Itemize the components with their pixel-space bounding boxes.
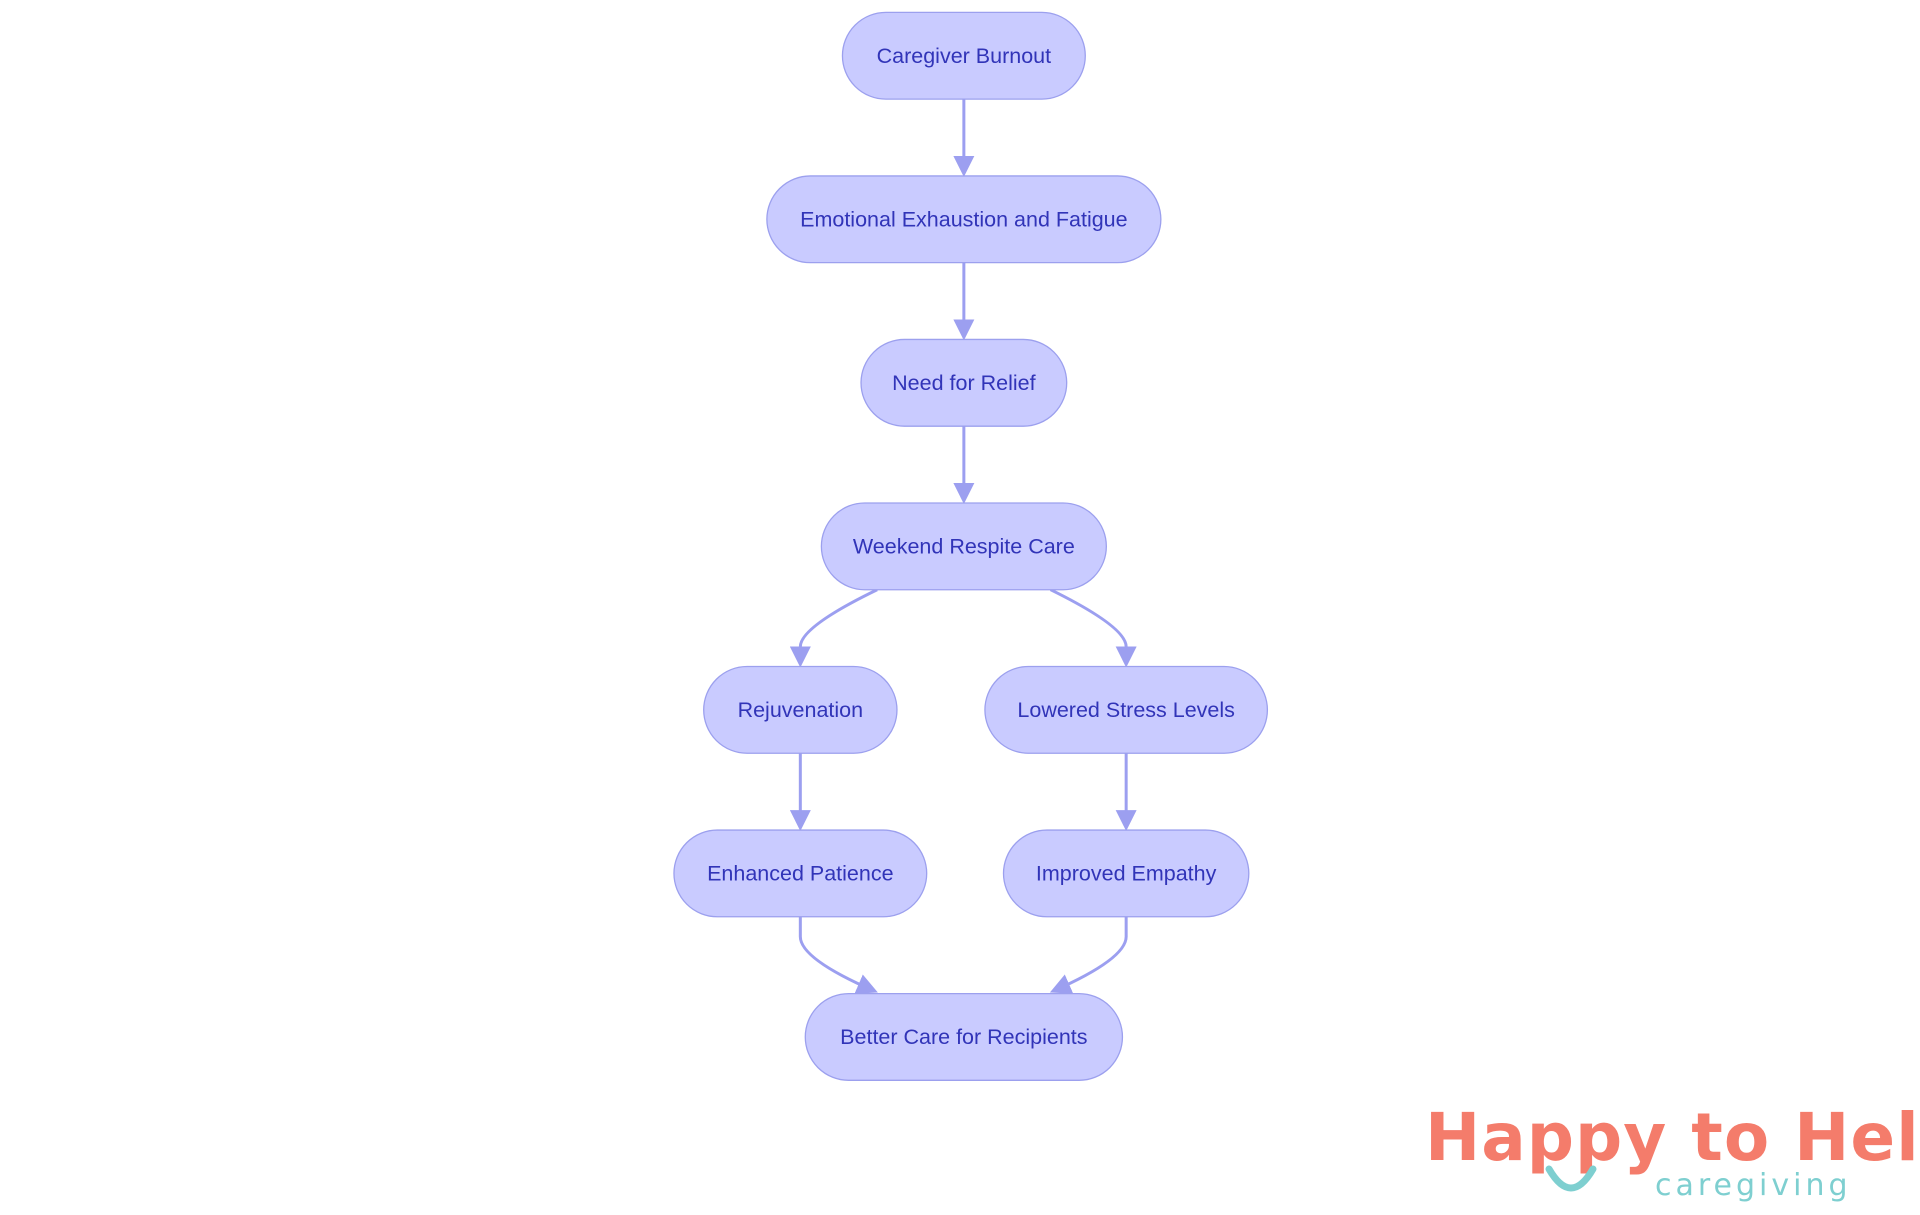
node-box-burnout xyxy=(841,11,1086,100)
node-burnout: Caregiver Burnout xyxy=(841,11,1086,100)
node-relief: Need for Relief xyxy=(860,338,1068,427)
node-patience: Enhanced Patience xyxy=(673,829,928,918)
node-box-exhaustion xyxy=(766,175,1162,264)
node-care: Better Care for Recipients xyxy=(804,992,1124,1081)
node-respite: Weekend Respite Care xyxy=(820,502,1107,591)
logo-word-to: to xyxy=(1691,1099,1771,1176)
smile-icon xyxy=(1545,1165,1597,1192)
node-label-patience: Enhanced Patience xyxy=(707,861,893,885)
node-exhaustion: Emotional Exhaustion and Fatigue xyxy=(766,175,1162,264)
node-box-patience xyxy=(673,829,928,918)
edges-layer xyxy=(789,99,1137,994)
node-label-relief: Need for Relief xyxy=(892,371,1035,395)
node-rejuvenation: Rejuvenation xyxy=(703,665,898,754)
node-label-exhaustion: Emotional Exhaustion and Fatigue xyxy=(800,207,1128,231)
edge-respite-stress xyxy=(1049,588,1137,668)
happy-to-help-logo: Happy to Help caregiving xyxy=(1425,1105,1920,1215)
node-box-care xyxy=(804,992,1124,1081)
logo-word-happy: Happy xyxy=(1425,1099,1668,1176)
node-box-rejuvenation xyxy=(703,665,898,754)
node-label-rejuvenation: Rejuvenation xyxy=(738,698,864,722)
node-stress: Lowered Stress Levels xyxy=(984,665,1269,754)
node-box-stress xyxy=(984,665,1269,754)
node-box-empathy xyxy=(1002,829,1250,918)
logo-word-help: Help xyxy=(1794,1099,1920,1176)
logo-wordmark: Happy to Help xyxy=(1425,1105,1920,1171)
node-label-respite: Weekend Respite Care xyxy=(853,534,1075,558)
node-label-stress: Lowered Stress Levels xyxy=(1017,698,1235,722)
edge-empathy-care xyxy=(1049,916,1128,994)
node-box-relief xyxy=(860,338,1068,427)
edge-respite-rejuvenation xyxy=(789,588,878,668)
node-label-empathy: Improved Empathy xyxy=(1036,861,1217,885)
edge-patience-care xyxy=(798,916,878,994)
node-label-care: Better Care for Recipients xyxy=(840,1025,1087,1049)
logo-tagline: caregiving xyxy=(1655,1168,1852,1203)
node-box-respite xyxy=(820,502,1107,591)
node-label-burnout: Caregiver Burnout xyxy=(877,44,1052,68)
node-empathy: Improved Empathy xyxy=(1002,829,1250,918)
